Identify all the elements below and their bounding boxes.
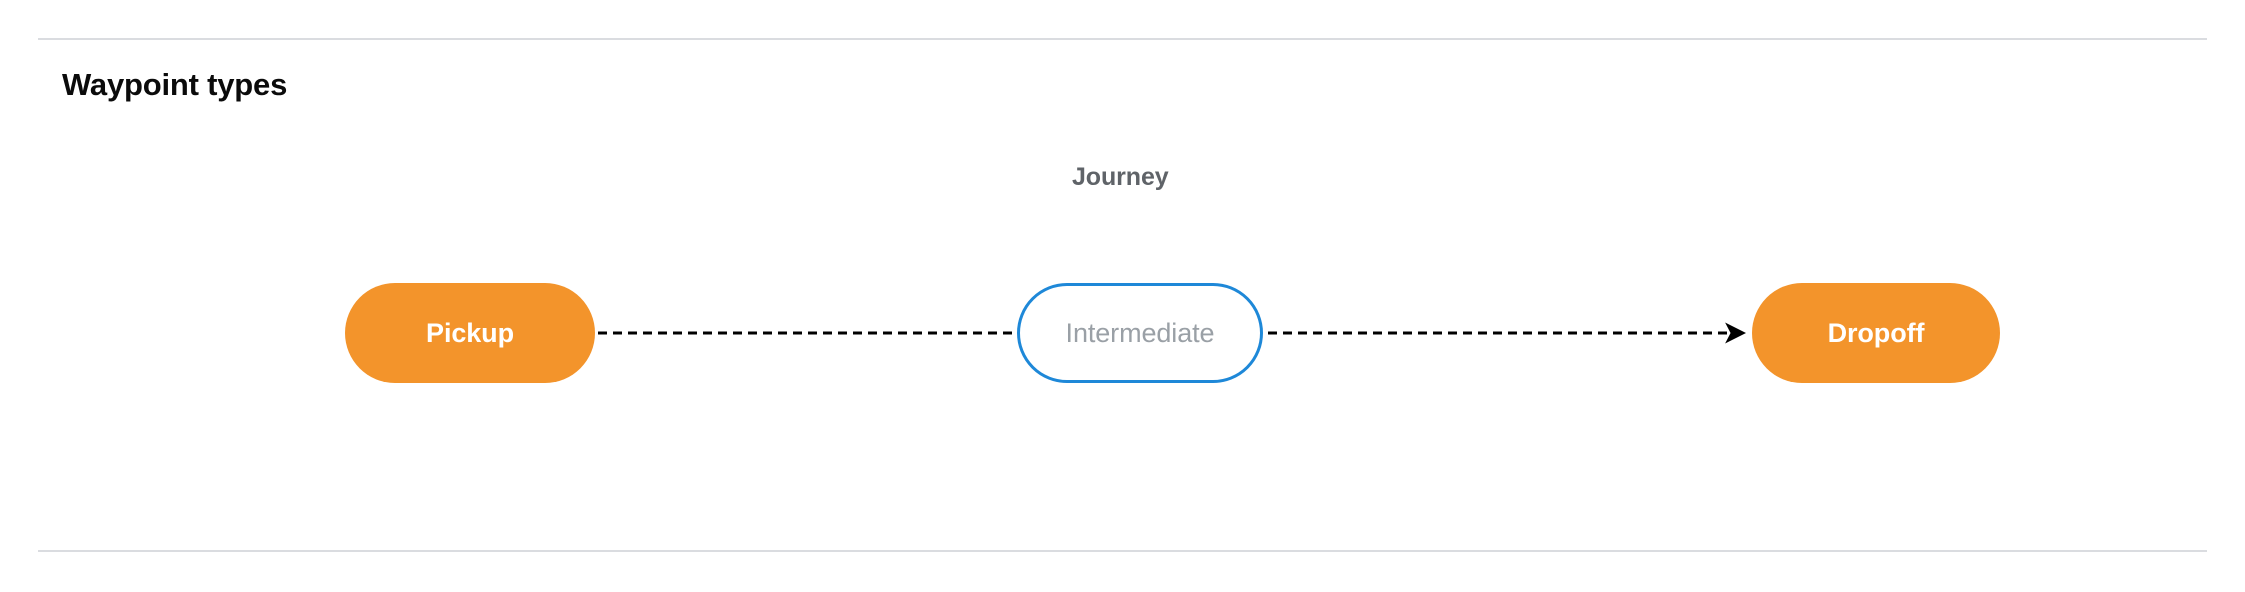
section-divider-bottom (38, 550, 2207, 552)
waypoint-node-dropoff-label: Dropoff (1827, 317, 1925, 348)
page-title: Waypoint types (62, 67, 288, 102)
waypoint-node-pickup-label: Pickup (426, 317, 514, 348)
diagram-caption-journey: Journey (1072, 163, 1169, 191)
waypoint-node-intermediate-label: Intermediate (1065, 317, 1215, 348)
waypoint-node-dropoff[interactable]: Dropoff (1752, 283, 2000, 383)
waypoint-node-pickup[interactable]: Pickup (345, 283, 595, 383)
section-divider-top (38, 38, 2207, 40)
waypoint-node-intermediate[interactable]: Intermediate (1017, 283, 1263, 383)
